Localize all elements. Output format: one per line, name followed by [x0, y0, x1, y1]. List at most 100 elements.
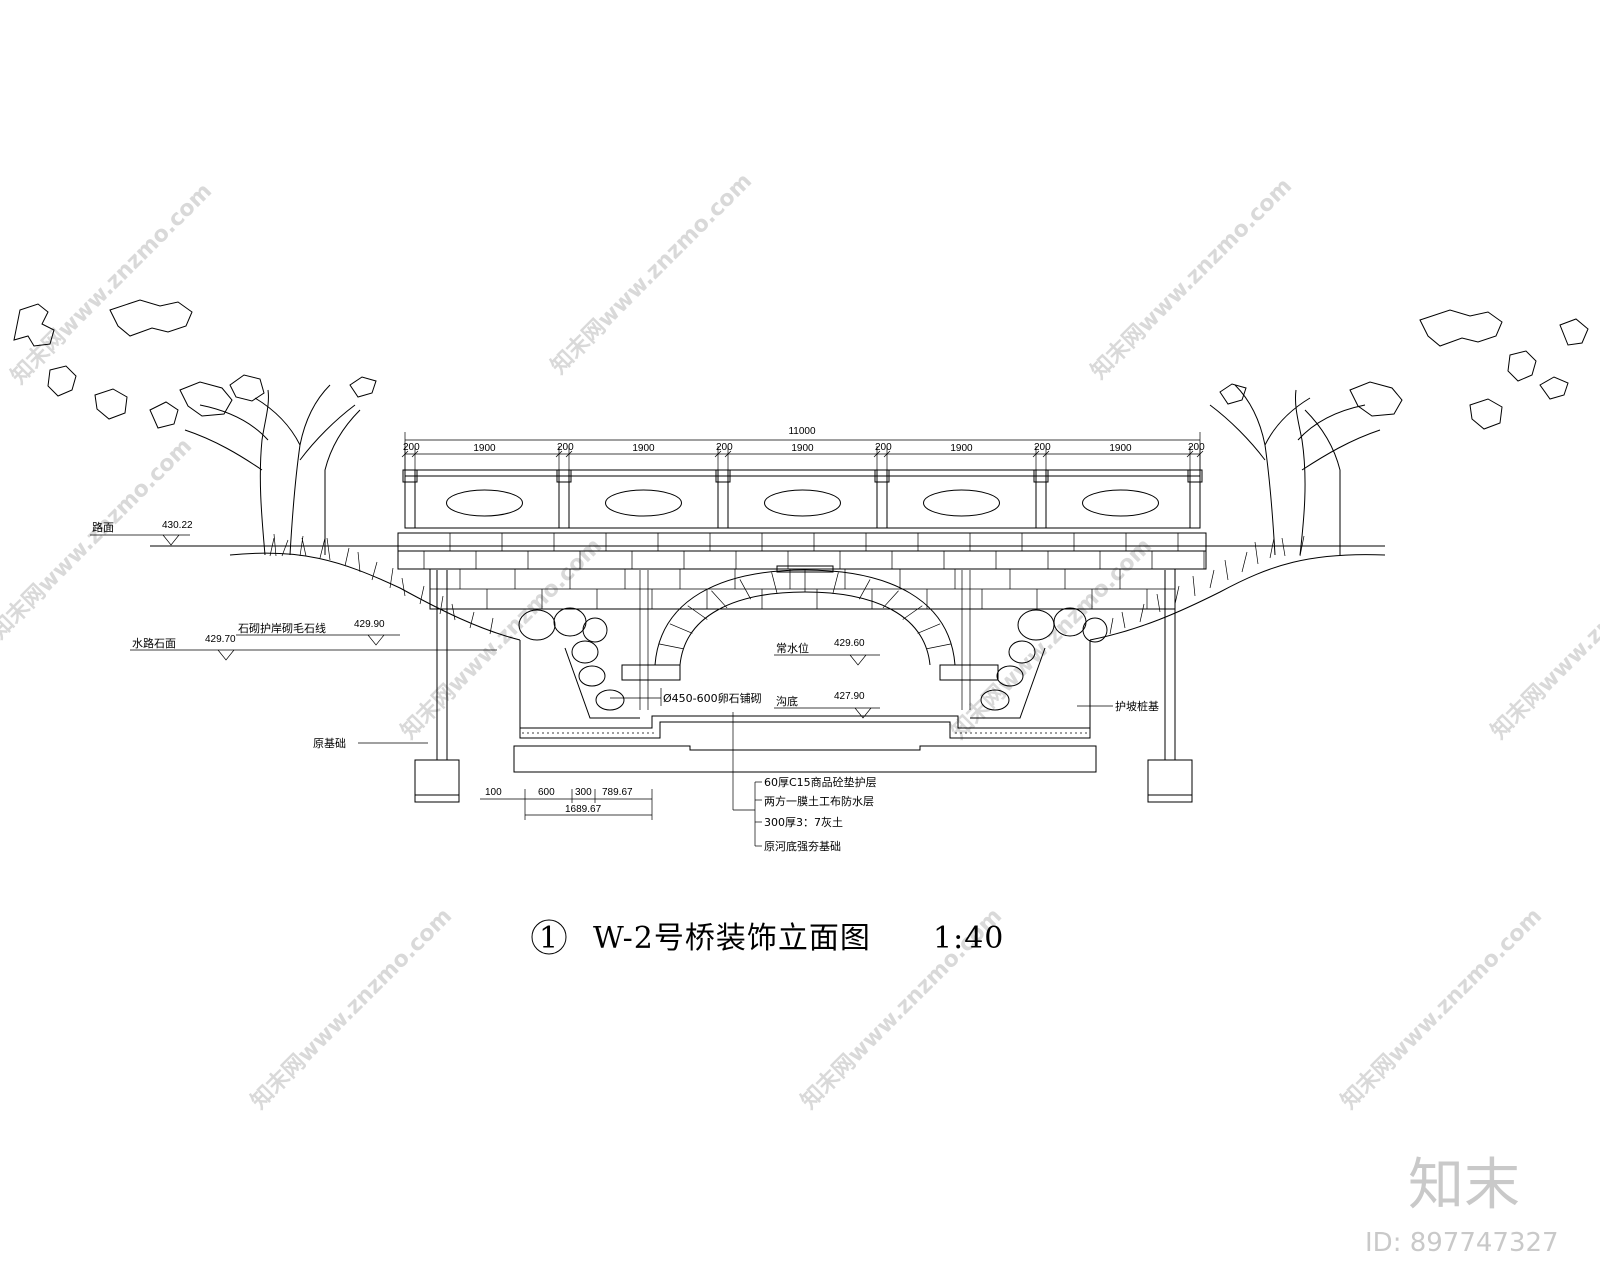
- arch-voussoir: [739, 579, 752, 600]
- watermark-text: 知末网www.znzmo.com: [396, 533, 607, 744]
- channel-section: [513, 640, 1097, 773]
- arch-voussoir: [858, 579, 871, 600]
- panel-width-label: 1900: [1109, 443, 1132, 454]
- dimension-ticks: [401, 446, 1204, 470]
- watermark-text: 知末网www.znzmo.com: [546, 168, 757, 379]
- dimension-tick-mark: [873, 450, 881, 458]
- post-width-label: 200: [1188, 442, 1205, 453]
- panel-oval: [1082, 489, 1159, 517]
- dim-bottom-1: 100: [485, 787, 502, 798]
- index-number: 1: [539, 921, 559, 956]
- dimension-tick-mark: [401, 450, 409, 458]
- dimension-tick-mark: [1186, 450, 1194, 458]
- watermark-text: 知末网www.znzmo.com: [6, 178, 217, 389]
- watermark-text: 知末网www.znzmo.com: [1486, 533, 1600, 744]
- bottom-dimensions: 100 600 300 789.67 1689.67: [480, 787, 653, 820]
- drawing-scale: 1:40: [933, 921, 1004, 956]
- arch-voussoir: [832, 572, 839, 594]
- layer-callout-2: 两方一膜土工布防水层: [764, 794, 874, 808]
- deck-joints: [423, 533, 1205, 569]
- tree-left: [13, 299, 377, 556]
- water-surface-elevation: 429.70: [205, 634, 236, 645]
- dimension-tick-mark: [411, 450, 419, 458]
- bridge-arch: [621, 565, 999, 681]
- image-id: ID: 897747327: [1365, 1228, 1559, 1258]
- dimension-tick-mark: [555, 450, 563, 458]
- railing-post: [876, 469, 888, 529]
- dimension-tick-mark: [883, 450, 891, 458]
- arch-voussoir: [658, 643, 684, 650]
- arch-voussoir: [902, 605, 923, 620]
- layer-callout-1: 60厚C15商品砼垫护层: [764, 775, 877, 789]
- overall-dimension: 11000: [788, 426, 816, 437]
- dimension-tick-mark: [1196, 450, 1204, 458]
- post-cap: [402, 469, 418, 483]
- brand-logo-text: 知末: [1408, 1153, 1520, 1218]
- arch-voussoir: [711, 590, 728, 609]
- road-label: 路面: [92, 521, 114, 534]
- ground-profile: [150, 533, 1386, 641]
- dim-bottom-2: 600: [538, 787, 555, 798]
- layer-callout-4: 原河底强夯基础: [764, 839, 841, 853]
- elevation-markers: 路面 430.22 石砌护岸砌毛石线 429.90 水路石面 429.70 常水…: [90, 520, 880, 719]
- watermark-text: 知末网www.znzmo.com: [0, 433, 197, 644]
- post-cap: [1033, 469, 1049, 483]
- water-surface-label: 水路石面: [132, 637, 176, 650]
- post-width-label: 200: [1034, 442, 1051, 453]
- dim-bottom-4: 789.67: [602, 787, 633, 798]
- pile-callout: 原基础: [313, 737, 346, 750]
- road-elevation: 430.22: [162, 520, 193, 531]
- dimension-tick-mark: [1042, 450, 1050, 458]
- brand-watermark: 知末 ID: 897747327: [1365, 1153, 1559, 1258]
- piles: [414, 570, 1193, 803]
- post-cap: [874, 469, 890, 483]
- callouts: 原基础 Ø450-600卵石铺砌 护坡桩基 60厚C15商品砼垫护层 两方一膜土…: [313, 688, 1159, 853]
- railing-post: [717, 469, 729, 529]
- arch-voussoir: [669, 623, 693, 634]
- railing-panels: [446, 489, 1159, 517]
- panel-oval: [605, 489, 682, 517]
- arch-voussoir: [882, 590, 899, 609]
- railing-post: [558, 469, 570, 529]
- arch-voussoir: [771, 572, 778, 594]
- post-width-label: 200: [557, 442, 574, 453]
- post-cap: [1187, 469, 1203, 483]
- post-cap: [715, 469, 731, 483]
- post-cap: [556, 469, 572, 483]
- dimension-tick-mark: [714, 450, 722, 458]
- panel-width-label: 1900: [791, 443, 814, 454]
- dim-bottom-total: 1689.67: [565, 804, 602, 815]
- railing-post: [1035, 469, 1047, 529]
- panel-oval: [446, 489, 523, 517]
- post-width-label: 200: [875, 442, 892, 453]
- retaining-callout: 护坡桩基: [1115, 699, 1159, 713]
- watermark-text: 知末网www.znzmo.com: [1336, 903, 1547, 1114]
- arch-voussoir: [917, 623, 941, 634]
- drawing-title-block: 1 W-2号桥装饰立面图 1:40: [531, 919, 1004, 956]
- channel-bottom-label: 沟底: [776, 694, 798, 708]
- dimension-tick-mark: [1032, 450, 1040, 458]
- layer-callout-3: 300厚3：7灰土: [764, 815, 843, 829]
- railing-post: [404, 469, 416, 529]
- arch-voussoirs: [658, 570, 952, 650]
- watermark-text: 知末网www.znzmo.com: [246, 903, 457, 1114]
- dimension-tick-mark: [724, 450, 732, 458]
- dimension-tick-mark: [565, 450, 573, 458]
- wall-top-label: 石砌护岸砌毛石线: [238, 621, 326, 635]
- arch-voussoir: [687, 605, 708, 620]
- tree-right: [1209, 309, 1589, 556]
- channel-bottom-elevation: 427.90: [834, 691, 865, 702]
- watermark-text: 知末网www.znzmo.com: [1086, 173, 1297, 384]
- drawing-title: W-2号桥装饰立面图: [593, 921, 871, 956]
- boulder-callout: Ø450-600卵石铺砌: [663, 692, 762, 705]
- drain-water-elevation: 429.60: [834, 638, 865, 649]
- railing-post: [1189, 469, 1201, 529]
- post-width-label: 200: [403, 442, 420, 453]
- wall-top-elevation: 429.90: [354, 619, 385, 630]
- wall-joints: [430, 569, 1175, 609]
- boulders: [518, 607, 1108, 711]
